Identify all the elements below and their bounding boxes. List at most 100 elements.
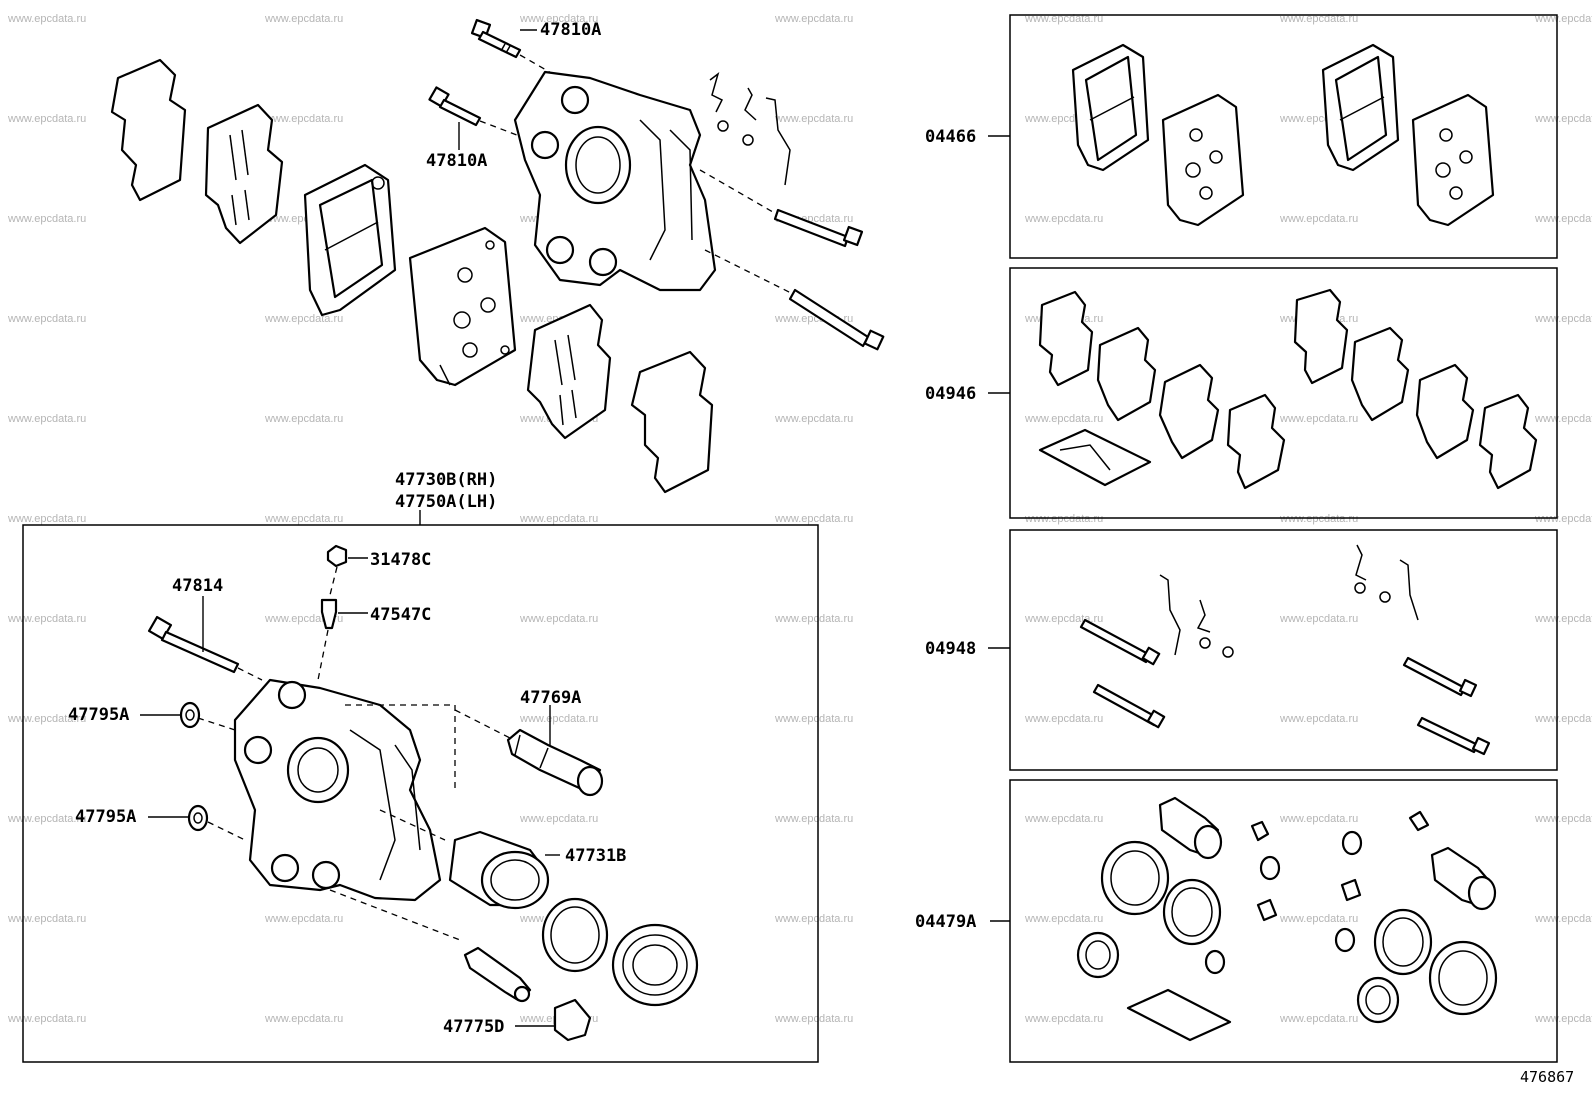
label-kit-pads[interactable]: 04466 (925, 127, 976, 147)
label-slide-pin-upper[interactable]: 47769A (520, 688, 581, 708)
watermark-text: www.epcdata.ru (1279, 213, 1358, 225)
watermark-text: www.epcdata.ru (1024, 413, 1103, 425)
watermark-text: www.epcdata.ru (1534, 13, 1592, 25)
watermark-text: www.epcdata.ru (1024, 513, 1103, 525)
watermark-text: www.epcdata.ru (7, 413, 86, 425)
label-kit-pins[interactable]: 04948 (925, 639, 976, 659)
watermark-layer: www.epcdata.ru www.epcdata.ru www.epcdata.… (7, 13, 1592, 1025)
watermark-text: www.epcdata.ru (774, 513, 853, 525)
outer-shim-right-icon (630, 350, 714, 494)
clip-springs-top-icon (709, 72, 791, 186)
inner-shim-right-icon (526, 303, 612, 440)
watermark-text: www.epcdata.ru (264, 913, 343, 925)
watermark-text: www.epcdata.ru (7, 213, 86, 225)
watermark-text: www.epcdata.ru (1534, 113, 1592, 125)
watermark-text: www.epcdata.ru (519, 713, 598, 725)
watermark-text: www.epcdata.ru (774, 813, 853, 825)
watermark-text: www.epcdata.ru (7, 713, 86, 725)
watermark-text: www.epcdata.ru (264, 513, 343, 525)
watermark-text: www.epcdata.ru (519, 513, 598, 525)
watermark-text: www.epcdata.ru (1279, 713, 1358, 725)
bleeder-plug-icon[interactable] (317, 598, 368, 681)
slide-pin-lower-icon[interactable] (463, 946, 592, 1042)
watermark-text: www.epcdata.ru (7, 313, 86, 325)
watermark-text: www.epcdata.ru (1534, 513, 1592, 525)
watermark-text: www.epcdata.ru (1534, 413, 1592, 425)
watermark-text: www.epcdata.ru (1279, 913, 1358, 925)
inner-shim-left-icon (204, 103, 284, 245)
washer-lower-icon[interactable] (187, 804, 209, 832)
brake-pad-inner-icon (408, 226, 517, 387)
watermark-text: www.epcdata.ru (1279, 513, 1358, 525)
watermark-text: www.epcdata.ru (264, 13, 343, 25)
watermark-text: www.epcdata.ru (519, 613, 598, 625)
watermark-text: www.epcdata.ru (1534, 313, 1592, 325)
watermark-text: www.epcdata.ru (774, 713, 853, 725)
watermark-text: www.epcdata.ru (1024, 813, 1103, 825)
label-slide-pin-bolt[interactable]: 47814 (172, 576, 223, 596)
watermark-text: www.epcdata.ru (1024, 213, 1103, 225)
watermark-text: www.epcdata.ru (1534, 713, 1592, 725)
bolt-middle-icon[interactable] (428, 86, 531, 141)
watermark-text: www.epcdata.ru (519, 813, 598, 825)
bolt-upper-icon[interactable] (470, 18, 561, 79)
caliper-body-icon[interactable] (233, 678, 442, 902)
watermark-text: www.epcdata.ru (1534, 913, 1592, 925)
kit-pads-contents (1071, 43, 1495, 227)
watermark-text: www.epcdata.ru (7, 1013, 86, 1025)
watermark-text: www.epcdata.ru (1279, 13, 1358, 25)
watermark-text: www.epcdata.ru (1024, 713, 1103, 725)
label-piston[interactable]: 47731B (565, 846, 626, 866)
watermark-text: www.epcdata.ru (519, 13, 598, 25)
watermark-text: www.epcdata.ru (7, 913, 86, 925)
watermark-text: www.epcdata.ru (1279, 1013, 1358, 1025)
boot-left-icon (1158, 796, 1223, 860)
outer-shim-left-icon (110, 58, 187, 202)
top-assembly (110, 18, 885, 494)
piston-seal-icon (541, 897, 609, 973)
caliper-body-top-icon[interactable] (513, 70, 717, 292)
label-caliper-rh[interactable]: 47730B(RH) (395, 470, 497, 490)
guide-pin-lower-icon (704, 249, 885, 351)
watermark-text: www.epcdata.ru (264, 113, 343, 125)
watermark-text: www.epcdata.ru (1534, 813, 1592, 825)
label-caliper-lh[interactable]: 47750A(LH) (395, 492, 497, 512)
label-kit-shims[interactable]: 04946 (925, 384, 976, 404)
watermark-text: www.epcdata.ru (1024, 13, 1103, 25)
watermark-text: www.epcdata.ru (1279, 413, 1358, 425)
label-bolt-upper[interactable]: 47810A (540, 20, 601, 40)
watermark-text: www.epcdata.ru (774, 1013, 853, 1025)
watermark-text: www.epcdata.ru (264, 1013, 343, 1025)
watermark-text: www.epcdata.ru (7, 513, 86, 525)
watermark-text: www.epcdata.ru (774, 113, 853, 125)
slide-pin-upper-icon[interactable] (506, 705, 604, 797)
slide-pin-bolt-icon[interactable] (147, 615, 263, 681)
kit-pins-box (1009, 529, 1558, 771)
piston-icon[interactable] (448, 830, 560, 910)
label-washer-lower[interactable]: 47795A (75, 807, 136, 827)
caliper-assembly-parts (147, 544, 699, 1042)
grease-packet-icon (1038, 428, 1152, 487)
washer-upper-icon[interactable] (179, 701, 201, 729)
watermark-text: www.epcdata.ru (774, 913, 853, 925)
kit-shims-contents (1038, 288, 1538, 490)
watermark-text: www.epcdata.ru (1279, 613, 1358, 625)
label-kit-seals[interactable]: 04479A (915, 912, 976, 932)
label-washer-upper[interactable]: 47795A (68, 705, 129, 725)
boot-right-icon (1430, 846, 1497, 911)
watermark-text: www.epcdata.ru (7, 813, 86, 825)
kit-pins-contents (1079, 544, 1491, 756)
label-slide-pin-lower[interactable]: 47775D (443, 1017, 504, 1037)
bleeder-cap-icon[interactable] (326, 544, 368, 596)
label-bleeder-plug[interactable]: 47547C (370, 605, 431, 625)
label-bolt-lower[interactable]: 47810A (426, 151, 487, 171)
watermark-text: www.epcdata.ru (7, 13, 86, 25)
callout-labels: 47810A 47810A 47730B(RH) 47750A(LH) 3147… (68, 20, 1574, 1086)
watermark-text: www.epcdata.ru (774, 613, 853, 625)
watermark-text: www.epcdata.ru (1534, 1013, 1592, 1025)
watermark-text: www.epcdata.ru (264, 413, 343, 425)
label-bleeder-cap[interactable]: 31478C (370, 550, 431, 570)
dust-boot-icon (611, 923, 699, 1007)
kit-shims-box (1009, 267, 1558, 519)
